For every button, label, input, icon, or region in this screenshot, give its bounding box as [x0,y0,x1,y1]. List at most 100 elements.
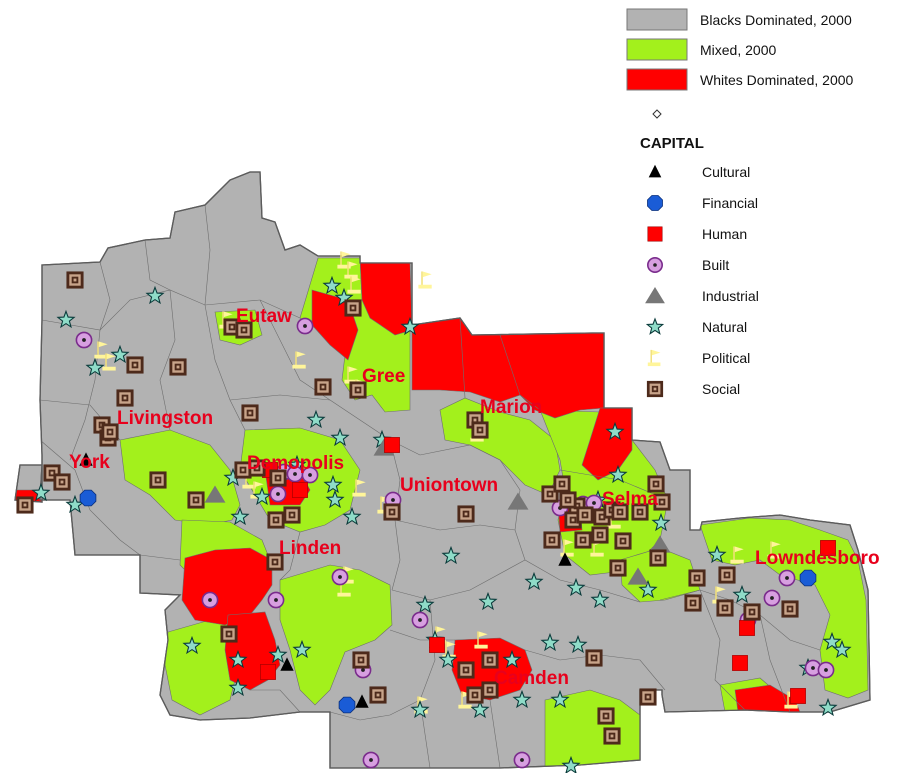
capital-symbol-social [101,423,119,441]
capital-symbol-human [790,688,806,704]
city-label-lowndesboro: Lowndesboro [755,548,880,569]
capital-symbol-political [647,349,661,367]
capital-symbol-social [116,389,134,407]
capital-symbol-social [639,688,657,706]
capital-symbol-human [292,482,308,498]
capital-symbol-social [481,681,499,699]
capital-symbol-social [66,271,84,289]
legend-item-label: Cultural [702,164,750,180]
capital-symbol-political [730,546,744,564]
legend-class-whites: Whites Dominated, 2000 [626,68,854,91]
capital-symbol-natural [415,594,435,614]
capital-symbol-natural [822,631,842,651]
capital-symbol-human [732,655,748,671]
capital-symbol-natural [110,344,130,364]
city-label-livingston: Livingston [117,408,213,429]
capital-symbol-natural [85,357,105,377]
legend-item-natural: Natural [645,317,747,335]
capital-symbol-social [383,503,401,521]
capital-symbol-social [53,473,71,491]
capital-symbol-built [763,589,781,607]
capital-symbol-social [471,421,489,439]
legend-item-financial: Financial [647,195,758,211]
capital-symbol-political [292,351,306,369]
capital-symbol-social [646,380,664,398]
capital-symbol-social [187,491,205,509]
capital-symbol-natural [608,464,628,484]
capital-symbol-social [609,559,627,577]
legend-item-label: Human [702,226,747,242]
capital-symbol-social [684,594,702,612]
city-label-camden: Camden [494,668,569,689]
capital-symbol-social [603,727,621,745]
capital-symbol-financial [79,489,97,507]
capital-symbol-cultural [79,452,93,466]
capital-symbol-natural [268,644,288,664]
legend-class-mixed: Mixed, 2000 [626,38,776,61]
capital-symbol-social [591,526,609,544]
capital-symbol-political [418,271,432,289]
capital-symbol-natural [228,649,248,669]
legend-label-blacks: Blacks Dominated, 2000 [700,12,852,28]
capital-symbol-natural [31,482,51,502]
capital-symbol-social [574,531,592,549]
capital-symbol-natural [228,677,248,697]
capital-symbol-social [234,461,252,479]
capital-symbol-natural [818,697,838,717]
legend-item-social: Social [646,380,740,398]
capital-symbol-natural [325,489,345,509]
capital-symbol-built [513,751,531,769]
legend-item-built: Built [646,256,729,273]
capital-symbol-natural [182,635,202,655]
capital-symbol-built [411,611,429,629]
capital-symbol-social [647,475,665,493]
capital-symbol-natural [330,427,350,447]
capital-symbol-social [457,661,475,679]
capital-symbol-built [301,466,319,484]
capital-symbol-industrial [649,535,671,553]
capital-symbol-human [260,664,276,680]
capital-symbol-natural [323,474,343,494]
capital-symbol-social [466,686,484,704]
capital-symbol-industrial [204,485,226,503]
capital-symbol-natural [441,545,461,565]
capital-symbol-human [739,620,755,636]
legend: Blacks Dominated, 2000 Mixed, 2000 White… [626,8,854,398]
capital-symbol-human [647,226,663,242]
capital-symbol-social [688,569,706,587]
capital-symbol-natural [292,639,312,659]
capital-symbol-natural [145,285,165,305]
capital-symbol-social [16,496,34,514]
capital-symbol-social [611,503,629,521]
capital-symbol-human [429,637,445,653]
capital-symbol-political [560,539,574,557]
capital-symbol-natural [832,639,852,659]
capital-symbol-industrial [645,287,665,304]
city-label-york: York [69,452,110,473]
capital-symbol-social [597,707,615,725]
capital-symbol-social [481,651,499,669]
legend-item-label: Natural [702,319,747,335]
capital-symbol-natural [306,409,326,429]
legend-item-human: Human [647,226,747,242]
capital-symbol-political [347,276,361,294]
capital-symbol-natural [561,755,581,773]
capital-symbol-social [220,625,238,643]
city-label-uniontown: Uniontown [400,475,498,496]
capital-symbol-social [235,321,253,339]
capital-symbol-natural [252,486,272,506]
legend-item-label: Industrial [702,288,759,304]
legend-item-political: Political [647,349,750,367]
capital-symbol-human [820,540,836,556]
capital-symbol-natural [566,577,586,597]
capital-symbol-natural [524,571,544,591]
legend-label-whites: Whites Dominated, 2000 [700,72,854,88]
legend-null-symbol [652,109,662,119]
capital-symbol-built [646,256,663,273]
capital-symbol-natural [438,649,458,669]
capital-symbol-social [248,459,266,477]
legend-item-cultural: Cultural [648,164,750,180]
capital-symbol-natural [651,512,671,532]
capital-symbol-financial [799,569,817,587]
capital-symbol-social [344,299,362,317]
